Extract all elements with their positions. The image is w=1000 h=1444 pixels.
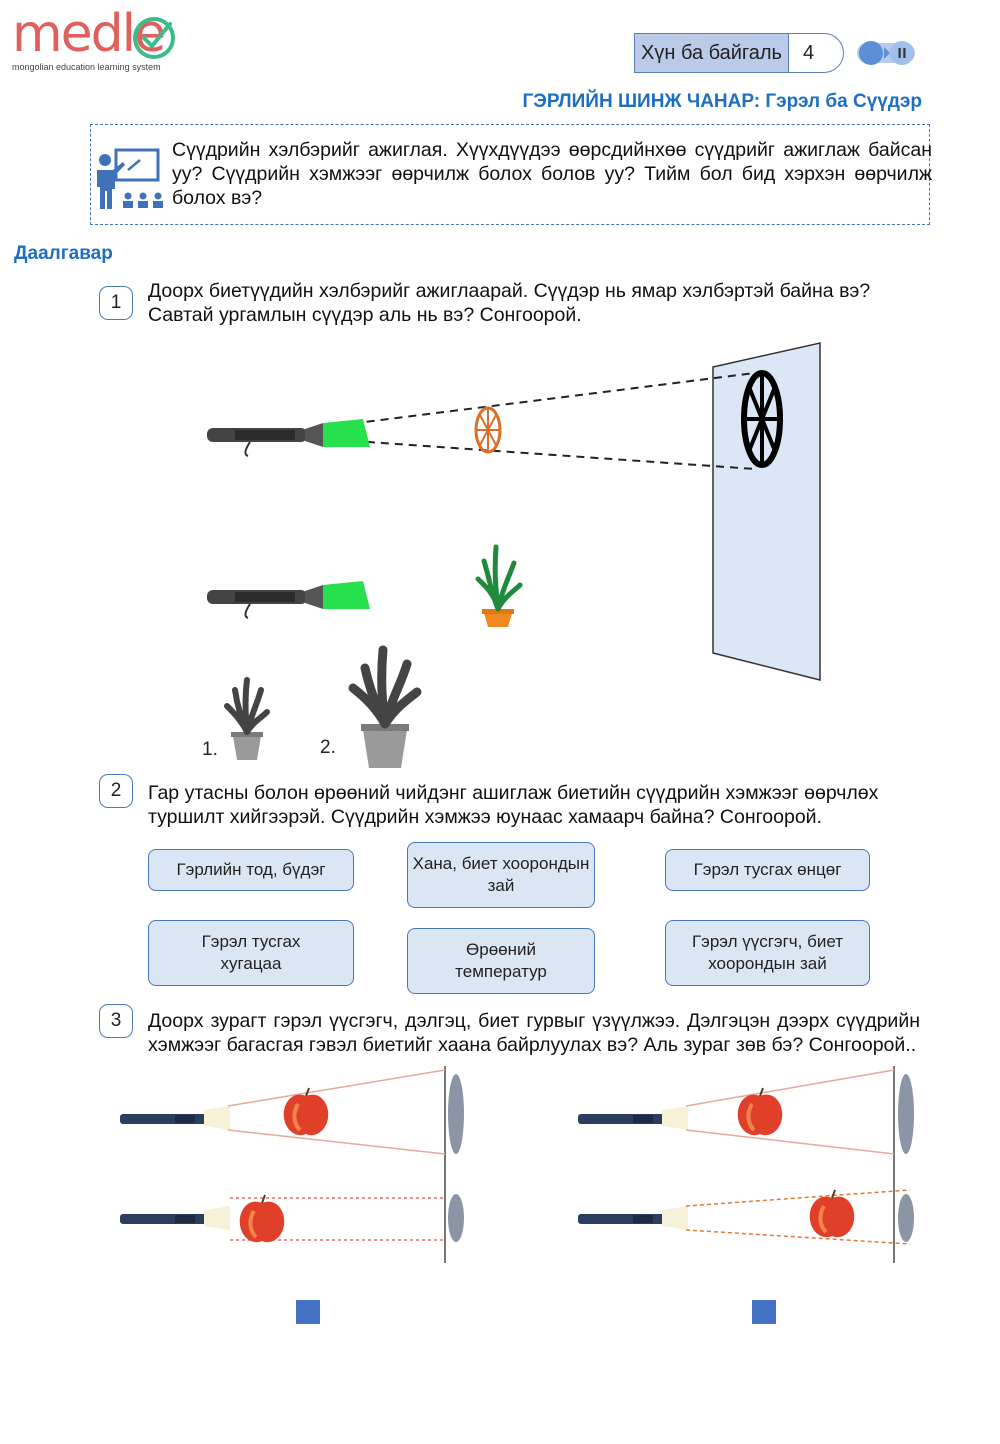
- option-1-label[interactable]: 1.: [202, 739, 218, 760]
- screen-panel: [712, 342, 821, 681]
- option-temperature[interactable]: Өрөөний температур: [407, 928, 595, 994]
- diagram-a: [120, 1069, 464, 1155]
- apple-shadow-diagrams: [120, 1066, 914, 1263]
- subject-badge: Хүн ба байгаль 4: [634, 33, 844, 73]
- wheel-icon: [474, 406, 502, 454]
- wheel-shadow-icon: [741, 370, 783, 468]
- option-duration[interactable]: Гэрэл тусгах хугацаа: [148, 920, 354, 986]
- question-2-number: 2: [99, 774, 133, 808]
- option-source-distance[interactable]: Гэрэл үүсгэгч, биет хоорондын зай: [665, 920, 870, 986]
- gray-plant-1-icon: [224, 677, 270, 760]
- question-3-text: Доорх зурагт гэрэл үүсгэгч, дэлгэц, биет…: [148, 1010, 920, 1056]
- choice-left-checkbox[interactable]: [296, 1300, 320, 1324]
- diagram-b: [120, 1193, 464, 1245]
- subject-name: Хүн ба байгаль: [635, 34, 789, 72]
- diagram-c: [578, 1069, 914, 1155]
- question-1-number: 1: [99, 286, 133, 320]
- option-brightness[interactable]: Гэрлийн тод, бүдэг: [148, 849, 354, 891]
- topic-title: ГЭРЛИЙН ШИНЖ ЧАНАР: Гэрэл ба Сүүдэр: [522, 91, 922, 112]
- diagram-d: [578, 1188, 914, 1245]
- logo-subtitle: mongolian education learning system: [12, 62, 161, 72]
- flashlight-icon: [207, 581, 370, 619]
- option-wall-distance[interactable]: Хана, биет хоорондын зай: [407, 842, 595, 908]
- grade-number: 4: [803, 42, 815, 64]
- intro-text: Сүүдрийн хэлбэрийг ажиглая. Хүүхдүүдээ ө…: [172, 139, 932, 209]
- gray-plant-2-icon: [348, 645, 422, 768]
- pause-toggle[interactable]: [856, 39, 918, 67]
- section-title: Даалгавар: [14, 243, 113, 264]
- question-1-text: Доорх биетүүдийн хэлбэрийг ажиглаарай. С…: [148, 280, 871, 326]
- shadow-diagram: [207, 342, 821, 768]
- pause-icon: [898, 48, 906, 58]
- question-3-number: 3: [99, 1004, 133, 1038]
- logo-check-icon: [133, 17, 175, 59]
- teacher-icon: [97, 148, 163, 209]
- option-angle[interactable]: Гэрэл тусгах өнцөг: [665, 849, 870, 891]
- option-2-label[interactable]: 2.: [320, 737, 336, 758]
- question-2-text: Гар утасны болон өрөөний чийдэнг ашиглаж…: [148, 782, 879, 828]
- intro-box: [90, 124, 930, 225]
- potted-plant-icon: [475, 544, 523, 627]
- choice-right-checkbox[interactable]: [752, 1300, 776, 1324]
- flashlight-icon: [207, 419, 370, 457]
